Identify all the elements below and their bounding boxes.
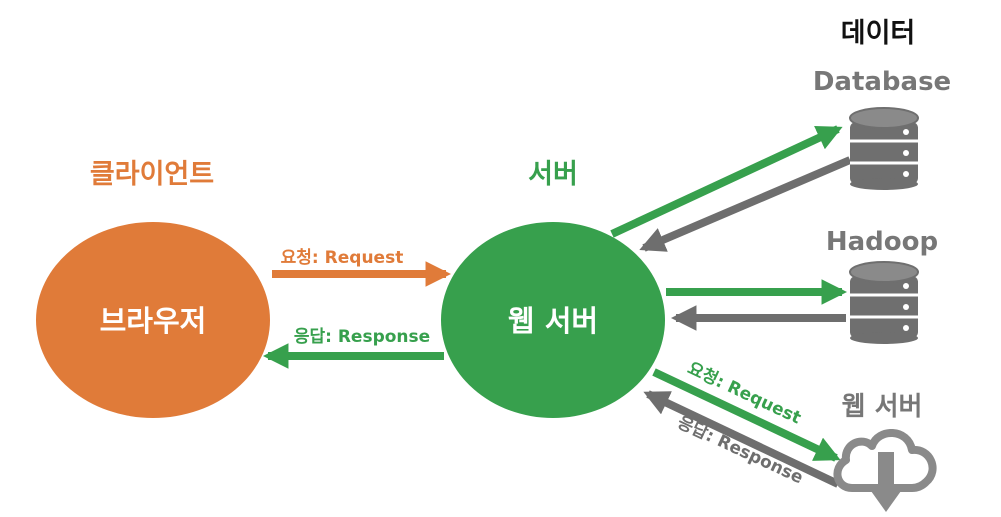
web-server-node: 웹 서버 (441, 222, 665, 418)
web-server-circle (441, 222, 665, 418)
arrow-database-to-server (639, 156, 852, 252)
hadoop-label: Hadoop (826, 227, 938, 257)
database-label: Database (813, 67, 951, 97)
database-icon (849, 107, 919, 190)
browser-label: 브라우저 (100, 304, 207, 338)
response-label-left: 응답: Response (294, 327, 430, 347)
server-title: 서버 (528, 159, 578, 190)
remote-web-server-label: 웹 서버 (842, 392, 923, 422)
browser-circle (36, 222, 270, 418)
hadoop-icon (849, 261, 919, 344)
arrow-server-to-remote (652, 368, 841, 462)
arrow-server-to-database (610, 125, 843, 238)
web-server-label: 웹 서버 (508, 304, 598, 338)
browser-node: 브라우저 (36, 222, 270, 418)
arrow-remote-to-server (643, 390, 840, 488)
cloud-download-icon (833, 429, 937, 512)
request-label-left: 요청: Request (281, 247, 404, 268)
client-title: 클라이언트 (90, 159, 214, 190)
data-title: 데이터 (841, 18, 916, 49)
